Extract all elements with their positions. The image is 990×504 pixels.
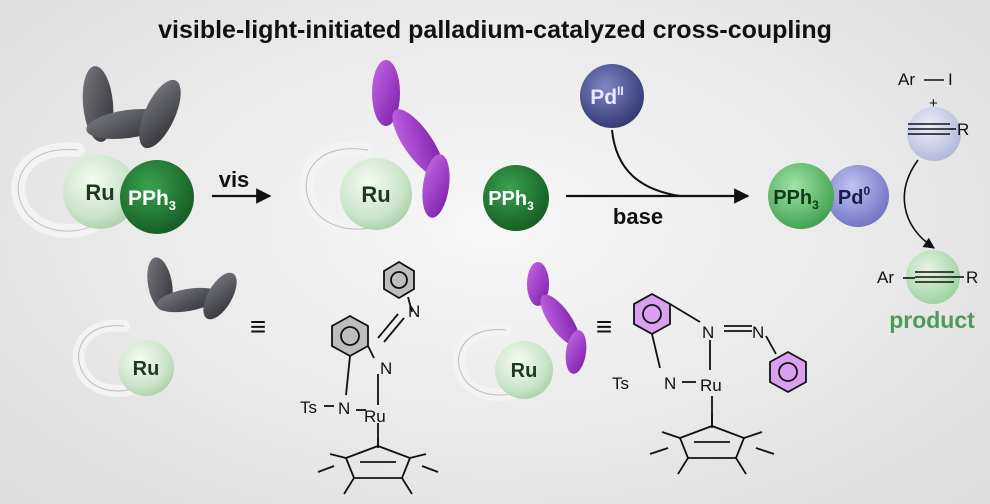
plus-label: + bbox=[929, 95, 938, 112]
ligand-lobe bbox=[565, 330, 587, 374]
ts-label: Ts bbox=[300, 398, 317, 417]
n-label: N bbox=[408, 302, 420, 321]
ru-sphere bbox=[340, 158, 412, 230]
ligand-lobe bbox=[540, 294, 580, 346]
vis-label: vis bbox=[219, 167, 250, 192]
r-label: R bbox=[966, 268, 978, 287]
structure-ts-azo-ru-purple bbox=[633, 292, 807, 475]
iodide-label: I bbox=[948, 70, 953, 89]
pd0-label: Pd0 bbox=[838, 184, 871, 209]
ligand-lobe bbox=[203, 272, 237, 320]
complex-ru-purple-small: Ru bbox=[452, 262, 587, 402]
pd0-sphere bbox=[827, 165, 889, 227]
pd-ii-reagent: PdII bbox=[580, 64, 644, 128]
equiv-symbol: ≡ bbox=[596, 311, 612, 342]
ru-label: Ru bbox=[364, 407, 386, 426]
product-group: Ar R product bbox=[877, 250, 978, 333]
r-label: R bbox=[957, 120, 969, 139]
base-arrow: base bbox=[566, 129, 750, 229]
equiv-symbol: ≡ bbox=[250, 311, 266, 342]
ru-label: Ru bbox=[511, 360, 538, 382]
ar-label: Ar bbox=[898, 70, 915, 89]
vis-arrow: vis bbox=[212, 167, 272, 204]
page-title: visible-light-initiated palladium-cataly… bbox=[158, 16, 832, 44]
product-label: product bbox=[889, 307, 975, 333]
complex-ru-purple: Ru bbox=[299, 60, 450, 237]
pph3-sphere bbox=[768, 163, 834, 229]
pph3-label: PPh3 bbox=[488, 188, 534, 213]
ligand-lobe bbox=[422, 154, 450, 218]
pph3-sphere bbox=[120, 160, 194, 234]
ligand-lobe bbox=[527, 262, 549, 306]
complex-ru-pph3-dark: Ru PPh3 bbox=[11, 66, 194, 239]
pph3-sphere bbox=[483, 165, 549, 231]
reactants: Ar I + R bbox=[898, 70, 969, 249]
ru-sphere bbox=[495, 341, 553, 399]
complex-ru-dark-small: Ru bbox=[72, 257, 237, 398]
ar-label: Ar bbox=[877, 268, 894, 287]
base-label: base bbox=[613, 204, 663, 229]
pd-ii-sphere bbox=[580, 64, 644, 128]
ru-sphere bbox=[118, 340, 174, 396]
ts-label: Ts bbox=[612, 374, 629, 393]
n-label: N bbox=[702, 323, 714, 342]
ru-label: Ru bbox=[85, 180, 114, 205]
ligand-lobe bbox=[392, 109, 444, 177]
pd-ii-label: PdII bbox=[590, 84, 624, 109]
ru-label: Ru bbox=[361, 182, 390, 207]
n-label: N bbox=[664, 374, 676, 393]
ligand-lobe bbox=[372, 60, 400, 126]
ligand-lobe bbox=[139, 79, 181, 149]
n-label: N bbox=[380, 359, 392, 378]
pph3-label: PPh3 bbox=[128, 187, 176, 213]
ru-label: Ru bbox=[700, 376, 722, 395]
pph3-pd0-complex: Pd0 PPh3 bbox=[768, 163, 889, 229]
ru-label: Ru bbox=[133, 358, 160, 380]
structure-ts-azo-ru bbox=[317, 260, 439, 495]
n-label: N bbox=[338, 399, 350, 418]
ru-sphere bbox=[63, 155, 137, 229]
pph3-free: PPh3 bbox=[483, 165, 549, 231]
n-label: N bbox=[752, 323, 764, 342]
pph3-label: PPh3 bbox=[773, 187, 819, 212]
